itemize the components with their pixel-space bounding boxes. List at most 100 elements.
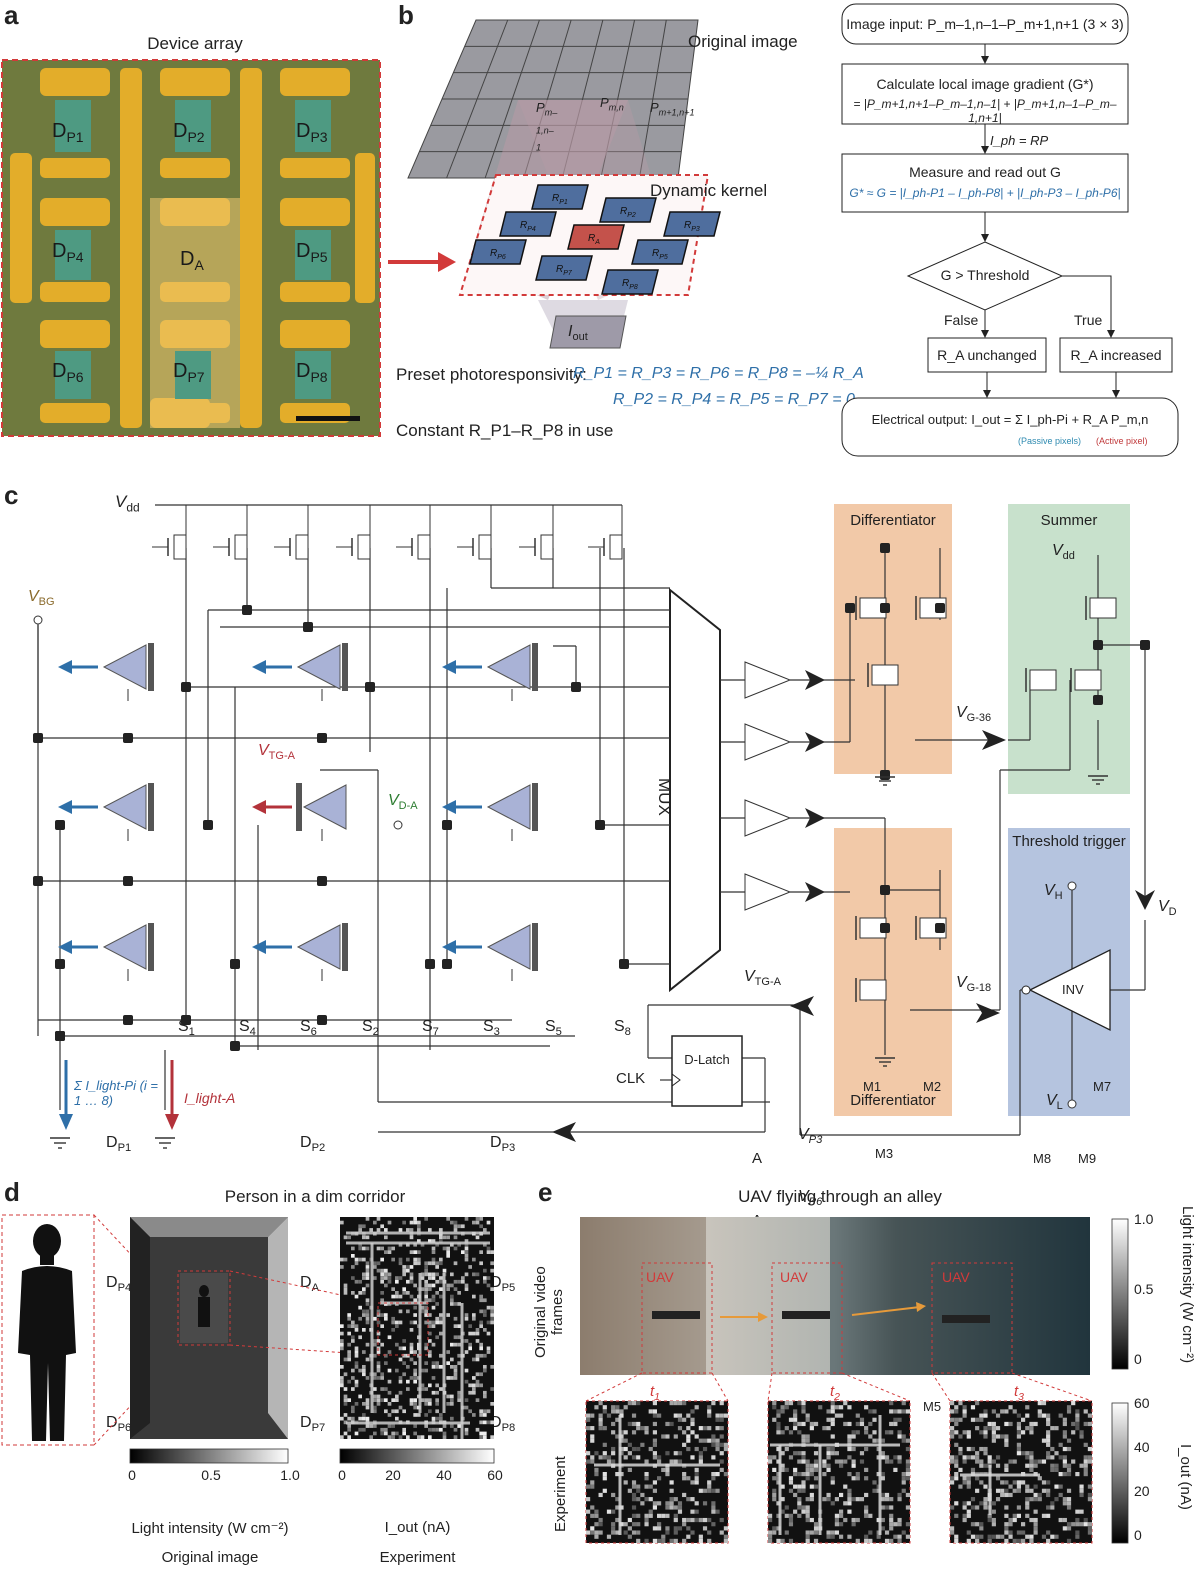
switch-label-s7: S7	[422, 1018, 439, 1039]
device-label-p2: DP2	[173, 120, 205, 145]
e-row1-label: Original video frames	[532, 1266, 566, 1358]
d-cb2-tick-0: 0	[338, 1467, 346, 1483]
kernel-tile-p7	[535, 255, 593, 281]
flow-gradient-1: Calculate local image gradient (G*)	[876, 76, 1094, 92]
dynamic-kernel-label: Dynamic kernel	[650, 181, 768, 200]
d-cb1-tick-1: 0.5	[201, 1467, 221, 1483]
d-cb1-tick-2: 1.0	[280, 1467, 300, 1483]
switch-label-s4: S4	[239, 1018, 256, 1039]
transistor-label-m8: M8	[1033, 1151, 1052, 1166]
transistor-label-m7: M7	[1093, 1079, 1112, 1094]
panel-d-colorbars	[129, 1448, 495, 1464]
device-label-p1: DP1	[52, 120, 84, 145]
e-cb2-tick-0: 60	[1134, 1395, 1150, 1411]
panel-e: UAV flying through an alley Original vid…	[530, 1177, 1200, 1573]
threshold-label: Threshold trigger	[1012, 833, 1126, 850]
flow-unchanged: R_A unchanged	[937, 347, 1037, 363]
diode-label-a: DA	[300, 1274, 320, 1295]
panel-label-d: d	[4, 1177, 20, 1207]
transistor-label-m1: M1	[863, 1079, 882, 1094]
grid-cell-1: Pm,n	[600, 95, 624, 113]
device-label-p6: DP6	[52, 360, 84, 385]
kernel-tile-a	[567, 224, 625, 250]
vg36-label: VG-36	[956, 704, 992, 725]
vp-label-p3: VP3	[798, 1126, 823, 1147]
transistor-label-m2: M2	[923, 1079, 942, 1094]
diode-label-p7: DP7	[300, 1414, 326, 1435]
clk-label: CLK	[616, 1070, 646, 1087]
flow-increased: R_A increased	[1070, 347, 1162, 363]
switch-label-s3: S3	[483, 1018, 500, 1039]
uav-label-1: UAV	[780, 1269, 808, 1285]
device-array-title: Device array	[147, 34, 243, 53]
inv-label: INV	[1062, 982, 1084, 997]
e-cb1-tick-0: 1.0	[1134, 1211, 1154, 1227]
ilight-a-label: I_light-A	[184, 1090, 236, 1106]
differentiator-top-label: Differentiator	[850, 512, 936, 529]
preset-line-2: R_P2 = R_P4 = R_P5 = R_P7 = 0	[613, 391, 855, 408]
e-cb1-tick-2: 0	[1134, 1351, 1142, 1367]
panel-d: Person in a dim corridor	[0, 1177, 530, 1573]
transistor-label-m3: M3	[875, 1146, 894, 1161]
panel-e-images	[580, 1217, 1093, 1544]
kernel-tile-p2	[599, 197, 657, 223]
d-cb2-tick-2: 40	[436, 1467, 452, 1483]
diode-label-p1: DP1	[106, 1134, 132, 1155]
kernel-tile-p1	[531, 184, 589, 210]
circuit-schematic	[33, 504, 1155, 1149]
kernel-tile-p3	[663, 211, 721, 237]
flow-iph: I_ph = RP	[990, 133, 1049, 148]
e-cb2-label: I_out (nA)	[1177, 1444, 1194, 1510]
device-label-p4: DP4	[52, 240, 84, 265]
vd-label: VD	[1158, 898, 1177, 919]
summer-label: Summer	[1040, 512, 1098, 529]
flow-false: False	[944, 312, 979, 328]
vdd-label: Vdd	[115, 492, 140, 515]
vp-label-p6: VP6	[798, 1188, 823, 1209]
panel-label-c: c	[4, 480, 19, 510]
grid-cell-0: Pm–1,n–1	[536, 100, 558, 153]
switch-label-s8: S8	[614, 1018, 631, 1039]
diode-label-p8: DP8	[490, 1414, 516, 1435]
panel-label-a: a	[4, 0, 19, 30]
device-label-p3: DP3	[296, 120, 328, 145]
uav-label-2: UAV	[942, 1269, 970, 1285]
kernel-tile-p6	[469, 239, 527, 265]
vtga-feedback-label: VTG-A	[744, 968, 781, 989]
d-cb1-tick-0: 0	[128, 1467, 136, 1483]
panel-label-e: e	[538, 1177, 553, 1207]
kernel-tile-p5	[631, 239, 689, 265]
device-label-p7: DP7	[173, 360, 205, 385]
device-array-micrograph	[1, 59, 381, 437]
panel-d-images	[1, 1214, 494, 1446]
dlatch-label: D-Latch	[684, 1052, 730, 1067]
amp-label-0: A	[752, 1150, 763, 1167]
diode-label-p4: DP4	[106, 1274, 132, 1295]
vh-label: VH	[1044, 882, 1063, 903]
mux-label: MUX	[655, 778, 674, 816]
e-cb2-tick-2: 20	[1134, 1483, 1150, 1499]
flow-passive: (Passive pixels)	[1018, 436, 1082, 446]
panel-d-title: Person in a dim corridor	[224, 1187, 406, 1206]
time-label-1: t2	[830, 1383, 841, 1403]
diode-label-p5: DP5	[490, 1274, 516, 1295]
e-cb2-tick-1: 40	[1134, 1439, 1150, 1455]
device-label-p8: DP8	[296, 360, 328, 385]
vg18-label: VG-18	[956, 974, 992, 995]
device-label-a: DA	[180, 248, 204, 273]
d-cb2-tick-3: 60	[487, 1467, 503, 1483]
vbg-label: VBG	[28, 588, 55, 609]
diode-label-p6: DP6	[106, 1414, 132, 1435]
switch-label-s5: S5	[545, 1018, 562, 1039]
e-row2-label: Experiment	[552, 1456, 569, 1532]
d-cb1-caption: Original image	[161, 1549, 259, 1566]
e-cb2-tick-3: 0	[1134, 1527, 1142, 1543]
flow-measure-1: Measure and read out G	[909, 164, 1061, 180]
vtga-label: VTG-A	[258, 742, 295, 763]
original-image-label: Original image	[688, 32, 798, 51]
transistor-label-m9: M9	[1078, 1151, 1097, 1166]
sum-light-label: Σ I_light-Pi (i = 1 … 8)	[74, 1078, 159, 1108]
iout-label: Iout	[568, 323, 588, 344]
